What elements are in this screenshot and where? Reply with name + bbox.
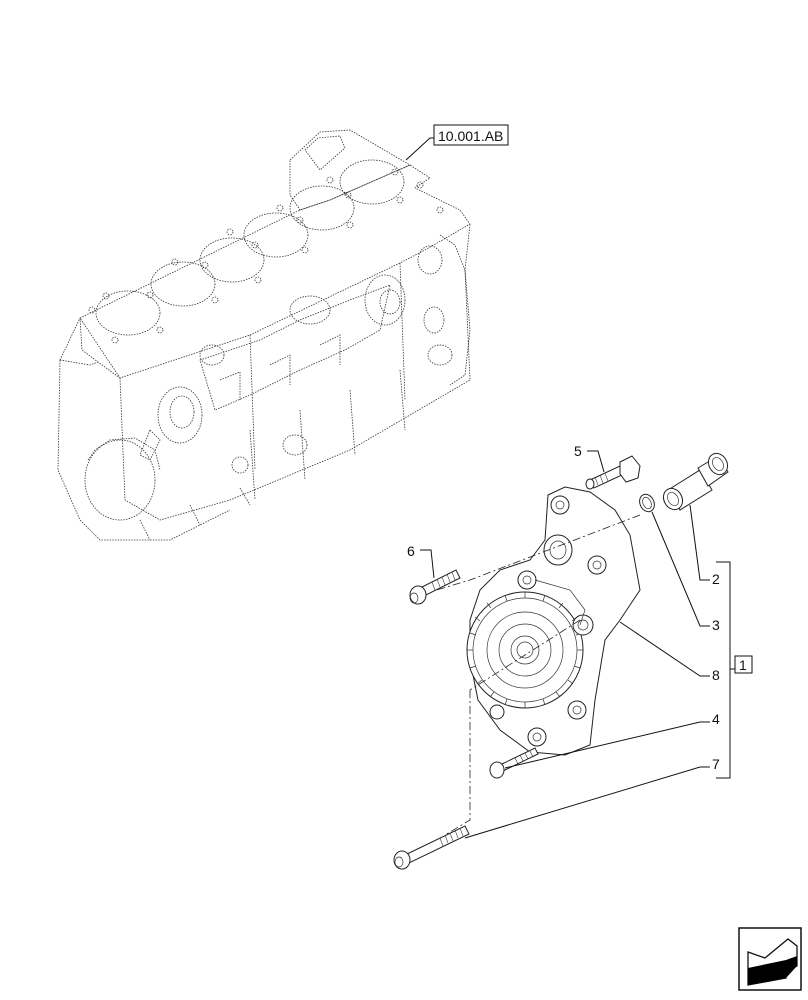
bolt-7[interactable] xyxy=(393,825,470,870)
callout-1[interactable]: 1 xyxy=(734,655,753,674)
callout-4[interactable]: 4 xyxy=(504,711,720,769)
assembly-bracket xyxy=(716,561,735,779)
callout-6[interactable]: 6 xyxy=(407,543,435,579)
bolt-5[interactable] xyxy=(585,455,641,490)
svg-text:5: 5 xyxy=(574,443,582,459)
svg-text:3: 3 xyxy=(712,617,720,633)
callout-2[interactable]: 2 xyxy=(689,504,720,587)
reference-label-text: 10.001.AB xyxy=(438,128,503,144)
callout-7[interactable]: 7 xyxy=(464,756,720,839)
seal-ring-3[interactable] xyxy=(637,492,657,514)
svg-text:7: 7 xyxy=(712,756,720,772)
svg-text:6: 6 xyxy=(407,543,415,559)
svg-text:2: 2 xyxy=(712,571,720,587)
assembly-centerlines xyxy=(409,514,641,836)
oil-pump xyxy=(466,486,641,756)
bolt-6[interactable] xyxy=(409,569,461,605)
previous-page-arrow-icon[interactable] xyxy=(738,927,802,991)
callout-5[interactable]: 5 xyxy=(574,443,605,473)
bolt-4[interactable] xyxy=(489,747,539,779)
svg-text:8: 8 xyxy=(712,667,720,683)
svg-text:4: 4 xyxy=(712,711,720,727)
relief-valve-2[interactable] xyxy=(660,450,732,513)
engine-block xyxy=(57,129,471,541)
reference-label[interactable]: 10.001.AB xyxy=(405,124,509,161)
callout-3[interactable]: 3 xyxy=(651,511,720,633)
svg-text:1: 1 xyxy=(739,657,747,673)
callout-8[interactable]: 8 xyxy=(619,621,720,683)
